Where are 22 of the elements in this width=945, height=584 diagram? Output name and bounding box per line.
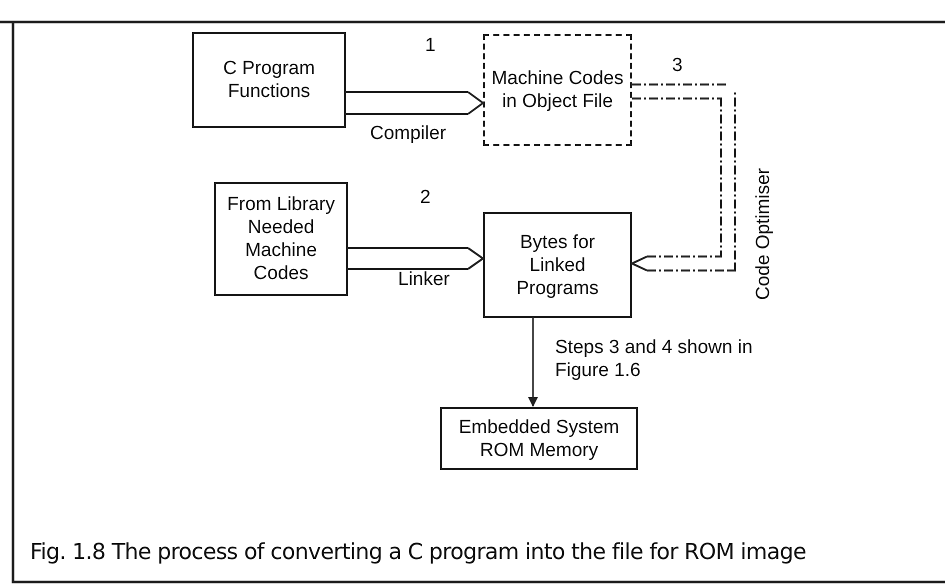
process-box: [214, 182, 348, 296]
block-arrow: [348, 247, 484, 270]
figure-caption: Fig. 1.8 The process of converting a C program into the file for ROM image: [30, 540, 806, 565]
process-box: [483, 212, 632, 318]
box-text: Bytes for Linked Programs: [515, 230, 600, 300]
step-number: 1: [425, 34, 436, 57]
box-text: Embedded System ROM Memory: [458, 416, 620, 462]
process-box: [483, 34, 632, 146]
step-number: 3: [672, 54, 683, 77]
box-text: C Program Functions: [222, 57, 316, 103]
edge-label: Linker: [398, 268, 450, 291]
edge-label: Compiler: [370, 122, 446, 145]
block-arrow: [631, 84, 736, 272]
edge-label: Code Optimiser: [752, 168, 775, 300]
box-text: Machine Codes in Object File: [490, 67, 625, 113]
arrow: [528, 318, 538, 407]
edge-label: Steps 3 and 4 shown in Figure 1.6: [555, 336, 754, 382]
process-box: [192, 32, 346, 128]
box-text: From Library Needed Machine Codes: [226, 193, 336, 285]
step-number: 2: [420, 186, 431, 209]
block-arrow: [346, 91, 484, 115]
process-box: [440, 407, 638, 470]
